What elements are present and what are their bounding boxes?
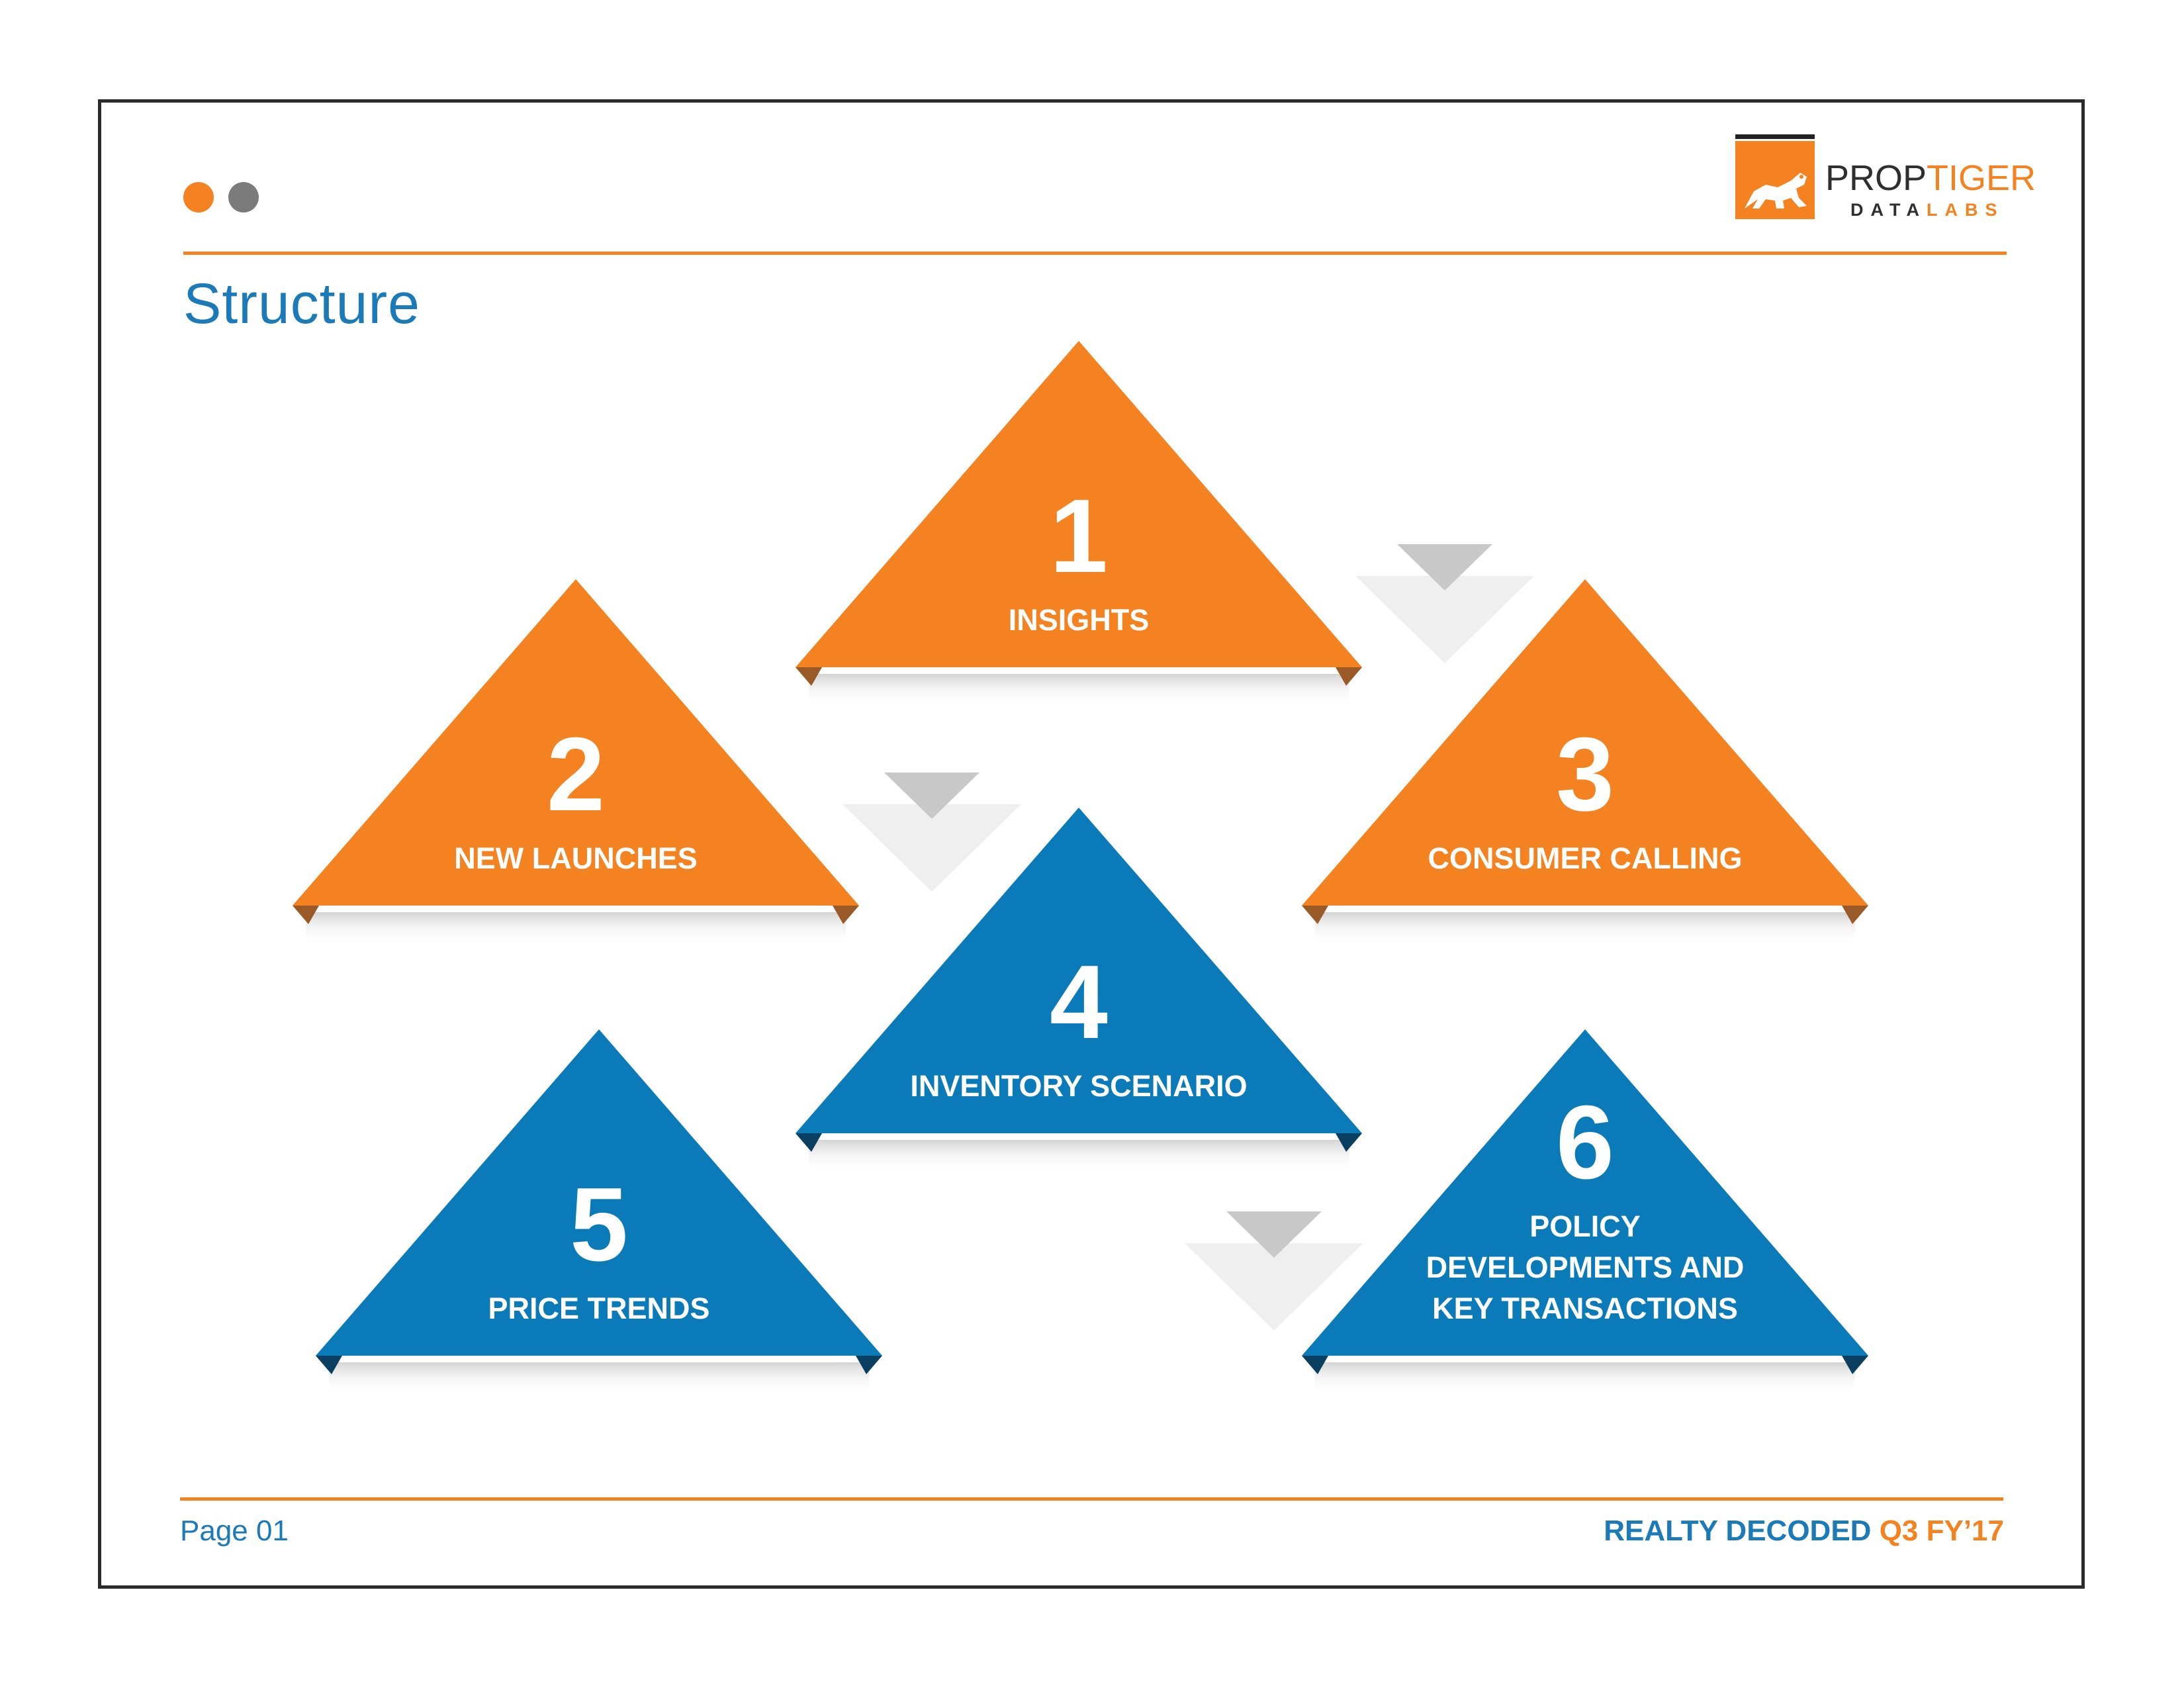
node-label-line: KEY TRANSACTIONS xyxy=(1432,1291,1738,1325)
header-rule xyxy=(183,252,2007,255)
fold-left-icon xyxy=(316,1356,342,1374)
publication-issue: Q3 FY’17 xyxy=(1879,1515,2004,1547)
node-number: 3 xyxy=(1556,716,1614,833)
node-number: 5 xyxy=(570,1166,628,1283)
fold-right-icon xyxy=(1842,1356,1868,1374)
node-number: 1 xyxy=(1050,478,1108,594)
gray-dot-icon xyxy=(228,182,259,212)
node-label-line: NEW LAUNCHES xyxy=(454,841,698,875)
node-5 xyxy=(316,1029,882,1394)
chevron-down-icon xyxy=(1397,544,1492,590)
node-number: 2 xyxy=(547,716,605,833)
page-number: Page 01 xyxy=(180,1515,289,1547)
fold-left-icon xyxy=(796,667,822,686)
logo-sub-text: DATALABS xyxy=(1850,201,2004,219)
fold-left-icon xyxy=(796,1133,822,1152)
node-label: NEW LAUNCHES xyxy=(344,838,807,879)
node-label: CONSUMER CALLING xyxy=(1353,838,1817,879)
arrow-shadow-icon xyxy=(842,804,1021,892)
publication-name: REALTY DECODED xyxy=(1604,1515,1872,1547)
node-3 xyxy=(1302,579,1868,944)
triangle-shape xyxy=(1302,579,1868,906)
fold-right-icon xyxy=(1336,1133,1362,1152)
chevron-down-icon xyxy=(1226,1211,1322,1258)
publication-title: REALTY DECODED Q3 FY’17 xyxy=(1604,1515,2004,1548)
node-shadow xyxy=(1315,912,1855,944)
chevron-down-icon xyxy=(884,773,979,819)
node-label: INVENTORY SCENARIO xyxy=(847,1066,1310,1107)
fold-left-icon xyxy=(1302,1356,1328,1374)
logo-brand-prop: PROP xyxy=(1825,158,1927,198)
node-label-line: PRICE TRENDS xyxy=(488,1291,710,1325)
flow-arrow-4-6 xyxy=(1185,1211,1363,1331)
flow-arrow-2-4 xyxy=(842,773,1021,892)
fold-left-icon xyxy=(293,906,319,924)
node-label-line: INVENTORY SCENARIO xyxy=(910,1069,1248,1103)
logo-brand-text: PROPTIGER xyxy=(1825,160,2036,196)
logo-sub-labs: LABS xyxy=(1926,200,2005,220)
node-1 xyxy=(796,341,1362,706)
triangle-shape xyxy=(293,579,859,906)
node-label-line: CONSUMER CALLING xyxy=(1428,841,1743,875)
node-2 xyxy=(293,579,859,944)
node-label: INSIGHTS xyxy=(847,600,1310,641)
node-shadow xyxy=(306,912,846,944)
node-number: 4 xyxy=(1050,944,1108,1060)
fold-right-icon xyxy=(1842,906,1868,924)
tiger-icon xyxy=(1735,134,1815,219)
node-shadow xyxy=(809,674,1349,706)
arrow-shadow-icon xyxy=(1355,576,1534,663)
footer-rule xyxy=(180,1497,2003,1501)
node-label: POLICY DEVELOPMENTS AND KEY TRANSACTIONS xyxy=(1353,1206,1817,1329)
triangle-shape xyxy=(1302,1029,1868,1356)
node-shadow xyxy=(809,1140,1349,1172)
page-frame xyxy=(98,99,2085,1589)
node-number: 6 xyxy=(1556,1084,1614,1201)
logo-brand-tiger: TIGER xyxy=(1927,158,2036,198)
triangle-shape xyxy=(796,341,1362,667)
node-shadow xyxy=(1315,1362,1855,1394)
fold-right-icon xyxy=(856,1356,882,1374)
triangle-shape xyxy=(316,1029,882,1356)
orange-dot-icon xyxy=(183,182,214,212)
node-label-line: DEVELOPMENTS AND xyxy=(1426,1250,1745,1284)
fold-right-icon xyxy=(833,906,859,924)
node-shadow xyxy=(329,1362,869,1394)
fold-left-icon xyxy=(1302,906,1328,924)
node-label: PRICE TRENDS xyxy=(367,1288,831,1329)
node-4 xyxy=(796,808,1362,1172)
node-label-line: INSIGHTS xyxy=(1008,603,1150,637)
triangle-shape xyxy=(796,808,1362,1133)
fold-right-icon xyxy=(1336,667,1362,686)
flow-arrow-1-3 xyxy=(1355,544,1534,663)
node-6 xyxy=(1302,1029,1868,1394)
page-title: Structure xyxy=(183,272,420,336)
arrow-shadow-icon xyxy=(1185,1243,1363,1331)
logo-sub-data: DATA xyxy=(1850,200,1927,220)
node-label-line: POLICY xyxy=(1529,1209,1641,1243)
